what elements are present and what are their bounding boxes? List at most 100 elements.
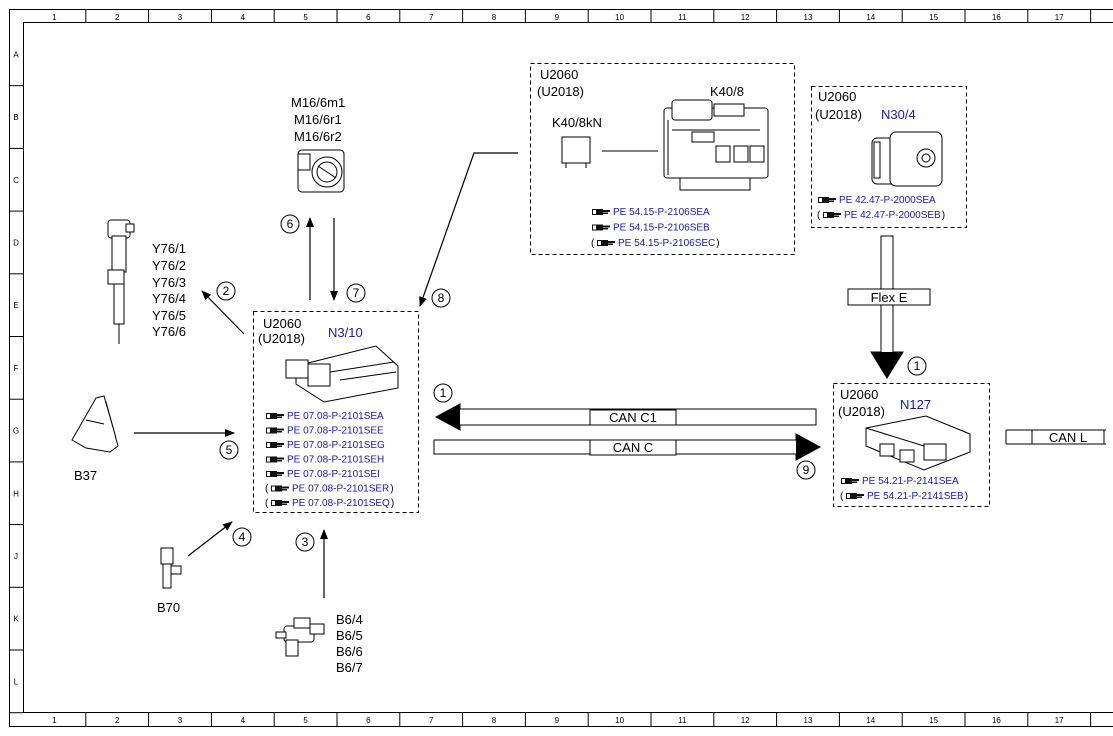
k40-8-name: K40/8 [710,84,744,99]
n127-line2: (U2018) [838,404,885,419]
grid-row-label: K [13,615,19,624]
paren-close: ) [942,210,945,221]
callout-7-circle [346,283,366,303]
arrow-8 [419,152,518,307]
y76-label-1: Y76/1 [152,241,186,256]
reference-link[interactable]: PE 54.21-P-2141SEA [862,476,959,487]
callouts: 6 7 2 8 1 1 5 9 4 3 [216,214,927,552]
grid-row-label: L [14,677,19,686]
n127-group: U2060 (U2018) N127 PE 54.21-P-2141SEA(PE… [833,383,990,507]
can-l-bus: CAN L [1005,429,1106,445]
can-c1-label: CAN C1 [609,410,657,425]
b6-label-4: B6/7 [336,660,363,675]
callout-5: 5 [226,443,233,457]
grid-col-label: 3 [178,716,183,725]
arrow-2 [201,290,245,335]
n3-10-box [253,311,419,513]
camshaft-sensor-icon [275,617,325,657]
gateway-module-icon [865,415,971,471]
grid-col-label: 8 [492,716,497,725]
grid-col-label: 14 [866,716,875,725]
reference-link[interactable]: PE 42.47-P-2000SEB [844,210,941,221]
n3-10-name: N3/10 [328,325,363,340]
grid-col-label: 5 [303,13,308,22]
callout-4: 4 [239,530,246,544]
paren-close: ) [965,491,968,502]
n3-10-group: U2060 (U2018) N3/10 PE 07.08-P-2101SEA PE… [253,311,419,513]
reference-link[interactable]: PE 54.21-P-2141SEB [867,491,964,502]
callout-1b-circle [907,356,927,376]
flex-e-arrowhead [871,352,903,378]
k40-8-line1: U2060 [540,67,578,82]
reference-hand-icon [592,209,610,215]
reference-hand-icon [841,478,859,484]
b6-label-3: B6/6 [336,644,363,659]
reference-link[interactable]: PE 07.08-P-2101SEE [287,426,384,437]
reference-link[interactable]: PE 54.15-P-2106SEB [613,223,710,234]
grid-col-label: 11 [678,716,687,725]
fuse-box-icon [663,99,769,191]
grid-col-label: 7 [429,13,434,22]
grid-col-label: 16 [992,716,1001,725]
paren-open: ( [265,484,269,495]
can-c1-label-box [589,409,677,426]
grid-col-label: 11 [678,13,687,22]
reference-link[interactable]: PE 07.08-P-2101SEH [287,455,384,466]
n3-10-line1: U2060 [263,316,301,331]
can-l-label: CAN L [1049,430,1087,445]
reference-hand-icon [271,485,289,492]
n3-10-line2: (U2018) [258,331,305,346]
callout-3: 3 [302,535,309,549]
reference-hand-icon [592,224,610,231]
y76-label-6: Y76/6 [152,324,186,339]
reference-hand-icon [846,493,864,499]
grid-col-label: 1 [52,716,57,725]
frame-inner [23,22,1113,713]
m16-label-1: M16/6m1 [291,95,345,110]
grid-col-label: 10 [615,13,624,22]
m16-label-2: M16/6r1 [294,112,342,127]
n127-name: N127 [900,397,931,412]
y76-label-3: Y76/3 [152,275,186,290]
reference-link[interactable]: PE 07.08-P-2101SEG [287,440,385,451]
reference-hand-icon [266,427,284,434]
m16-label-3: M16/6r2 [294,129,342,144]
accelerator-pedal-icon [71,395,119,453]
grid-row-label: H [13,489,19,498]
flex-e-label-box [847,288,931,306]
n30-4-line2: (U2018) [815,107,862,122]
grid-col-label: 4 [241,716,246,725]
callout-1a: 1 [440,386,447,400]
grid-col-label: 8 [492,13,497,22]
reference-link[interactable]: PE 07.08-P-2101SEQ [292,498,390,509]
n127-refs: PE 54.21-P-2141SEA(PE 54.21-P-2141SEB) [840,476,968,502]
y76-label-2: Y76/2 [152,258,186,273]
callout-8-circle [431,288,451,308]
y76-group: Y76/1 Y76/2 Y76/3 Y76/4 Y76/5 Y76/6 [107,219,186,344]
reference-link[interactable]: PE 07.08-P-2101SEI [287,469,380,480]
callout-9-circle [796,460,816,480]
can-c-label-box [589,439,677,456]
reference-link[interactable]: PE 54.15-P-2106SEA [613,207,710,218]
b6-label-1: B6/4 [336,612,363,627]
flex-e-label: Flex E [871,290,908,305]
grid-col-label: 15 [929,716,938,725]
reference-link[interactable]: PE 07.08-P-2101SEA [287,411,384,422]
reference-link[interactable]: PE 07.08-P-2101SER [292,484,389,495]
flex-e-bus: Flex E [847,235,931,379]
frame-outer [9,9,1113,727]
grid-row-label: D [13,238,19,247]
reference-link[interactable]: PE 54.15-P-2106SEC [618,238,715,249]
reference-hand-icon [266,456,284,463]
can-c-arrowhead [796,434,820,460]
grid-col-label: 13 [804,13,813,22]
reference-link[interactable]: PE 42.47-P-2000SEA [839,195,936,206]
grid-col-label: 2 [115,716,120,725]
crankshaft-sensor-icon [160,547,182,589]
grid-row-label: A [13,50,19,59]
callout-4-circle [232,527,252,547]
k40-8-line2: (U2018) [537,84,584,99]
